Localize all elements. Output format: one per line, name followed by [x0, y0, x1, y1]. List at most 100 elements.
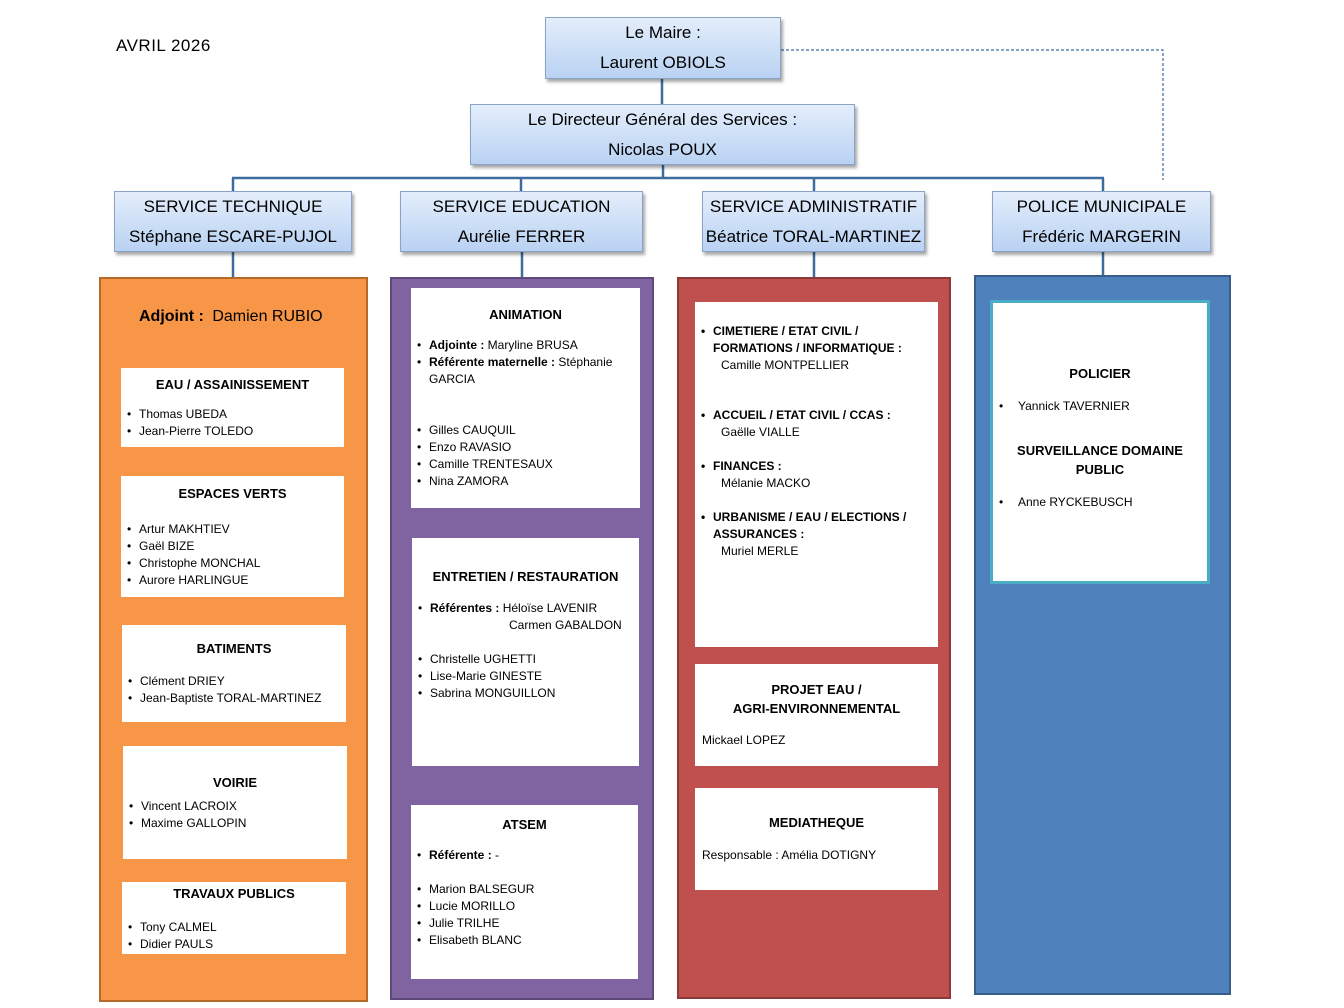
list-item: Thomas UBEDA	[121, 406, 344, 423]
section-title: FINANCES :	[695, 458, 938, 475]
service-education-header: SERVICE EDUCATION Aurélie FERRER	[400, 191, 643, 252]
list-item: Julie TRILHE	[411, 915, 638, 932]
mayor-title: Le Maire :	[625, 23, 701, 42]
list-item: Didier PAULS	[122, 936, 346, 953]
team-title: ESPACES VERTS	[178, 486, 287, 501]
dgs-title: Le Directeur Général des Services :	[527, 110, 798, 129]
team-title: TRAVAUX PUBLICS	[173, 886, 295, 901]
document-date: AVRIL 2026	[116, 36, 211, 55]
list-item: Christophe MONCHAL	[121, 555, 344, 572]
list-item: Référente maternelle : Stéphanie	[411, 354, 640, 371]
list-item: Sabrina MONGUILLON	[412, 685, 639, 702]
referente-name: Carmen GABALDON	[509, 618, 622, 632]
referente-label: Référente :	[429, 848, 492, 862]
team-box-mediatheque: MEDIATHEQUE Responsable : Amélia DOTIGNY	[695, 788, 938, 890]
list-item: Gaël BIZE	[121, 538, 344, 555]
list-item: Lucie MORILLO	[411, 898, 638, 915]
team-box-voirie: VOIRIE Vincent LACROIX Maxime GALLOPIN	[123, 746, 347, 859]
section-title-continued: FORMATIONS / INFORMATIQUE :	[713, 341, 902, 355]
list-item: Clément DRIEY	[122, 673, 346, 690]
team-box-travaux-publics: TRAVAUX PUBLICS Tony CALMEL Didier PAULS	[122, 882, 346, 954]
list-item: Lise-Marie GINESTE	[412, 668, 639, 685]
list-item: Artur MAKHTIEV	[121, 521, 344, 538]
section-title-continued: ASSURANCES :	[713, 527, 805, 541]
dgs-name: Nicolas POUX	[608, 140, 717, 159]
team-title: SURVEILLANCE DOMAINE	[1017, 443, 1183, 458]
service-title: POLICE MUNICIPALE	[1016, 197, 1187, 216]
team-box-espaces-verts: ESPACES VERTS Artur MAKHTIEV Gaël BIZE C…	[121, 476, 344, 597]
list-item: Vincent LACROIX	[123, 798, 347, 815]
team-title: VOIRIE	[212, 775, 258, 790]
list-item: Enzo RAVASIO	[411, 439, 640, 456]
referente-name: -	[495, 848, 500, 862]
list-item: Tony CALMEL	[122, 919, 346, 936]
team-title: ENTRETIEN / RESTAURATION	[432, 569, 619, 584]
team-box-atsem: ATSEM Référente : - Marion BALSEGUR Luci…	[411, 805, 638, 979]
list-item: Marion BALSEGUR	[411, 881, 638, 898]
service-title: SERVICE EDUCATION	[432, 197, 611, 216]
list-item: Nina ZAMORA	[411, 473, 640, 490]
admin-sections-box: CIMETIERE / ETAT CIVIL / FORMATIONS / IN…	[695, 302, 938, 647]
team-title: EAU / ASSAINISSEMENT	[155, 377, 310, 392]
section-title: ACCUEIL / ETAT CIVIL / CCAS :	[695, 407, 938, 424]
list-item: Jean-Baptiste TORAL-MARTINEZ	[122, 690, 346, 707]
service-title: SERVICE TECHNIQUE	[143, 197, 323, 216]
list-item: Référentes : Héloïse LAVENIR	[412, 600, 639, 617]
adjoint-name: Damien RUBIO	[212, 308, 323, 325]
team-box-projet-eau: PROJET EAU / AGRI-ENVIRONNEMENTAL Mickae…	[695, 664, 938, 766]
referente-name: Héloïse LAVENIR	[502, 601, 598, 615]
team-box-animation: ANIMATION Adjointe : Maryline BRUSA Réfé…	[411, 288, 640, 508]
team-title: ANIMATION	[489, 307, 562, 322]
team-box-eau: EAU / ASSAINISSEMENT Thomas UBEDA Jean-P…	[121, 368, 344, 447]
team-title: PROJET EAU /	[771, 682, 862, 697]
team-title-continued: AGRI-ENVIRONNEMENTAL	[732, 701, 901, 716]
list-item: Gilles CAUQUIL	[411, 422, 640, 439]
team-box-batiments: BATIMENTS Clément DRIEY Jean-Baptiste TO…	[122, 625, 346, 722]
team-member: Mickael LOPEZ	[702, 733, 786, 747]
section-name: Muriel MERLE	[721, 544, 799, 558]
service-head: Stéphane ESCARE-PUJOL	[129, 227, 337, 246]
referentes-label: Référentes :	[430, 601, 500, 615]
list-item: Aurore HARLINGUE	[121, 572, 344, 589]
service-title: SERVICE ADMINISTRATIF	[709, 197, 918, 216]
list-item: Christelle UGHETTI	[412, 651, 639, 668]
team-title: POLICIER	[1069, 366, 1131, 381]
team-title: ATSEM	[502, 817, 547, 832]
service-head: Béatrice TORAL-MARTINEZ	[705, 227, 922, 246]
team-member: Responsable : Amélia DOTIGNY	[702, 848, 877, 862]
service-head: Frédéric MARGERIN	[1022, 227, 1181, 246]
section-name: Camille MONTPELLIER	[721, 358, 850, 372]
team-title: MEDIATHEQUE	[768, 815, 865, 830]
referente-label: Référente maternelle :	[429, 355, 556, 369]
mayor-name: Laurent OBIOLS	[600, 53, 726, 72]
section-title: CIMETIERE / ETAT CIVIL /	[695, 323, 938, 340]
list-item: Elisabeth BLANC	[411, 932, 638, 949]
dotted-connector-mayor-police	[781, 49, 1164, 180]
section-title: URBANISME / EAU / ELECTIONS /	[695, 509, 938, 526]
adjointe-name: Maryline BRUSA	[487, 338, 578, 352]
team-box-entretien: ENTRETIEN / RESTAURATION Référentes : Hé…	[412, 538, 639, 766]
referente-name-continued: GARCIA	[429, 372, 476, 386]
service-administratif-header: SERVICE ADMINISTRATIF Béatrice TORAL-MAR…	[702, 191, 925, 252]
list-item: Maxime GALLOPIN	[123, 815, 347, 832]
list-item: Jean-Pierre TOLEDO	[121, 423, 344, 440]
service-head: Aurélie FERRER	[457, 227, 586, 246]
team-title: BATIMENTS	[196, 641, 272, 656]
list-item: Yannick TAVERNIER	[993, 398, 1207, 415]
team-box-police: POLICIER Yannick TAVERNIER SURVEILLANCE …	[990, 300, 1210, 584]
service-technique-header: SERVICE TECHNIQUE Stéphane ESCARE-PUJOL	[114, 191, 352, 252]
adjointe-label: Adjointe :	[429, 338, 485, 352]
team-title-continued: PUBLIC	[1075, 462, 1125, 477]
referente-name: Stéphanie	[558, 355, 613, 369]
technique-adjoint: Adjoint : Damien RUBIO	[139, 306, 323, 328]
section-name: Gaëlle VIALLE	[721, 425, 800, 439]
list-item: Camille TRENTESAUX	[411, 456, 640, 473]
list-item: Référente : -	[411, 847, 638, 864]
list-item: Anne RYCKEBUSCH	[993, 494, 1207, 511]
adjoint-label: Adjoint :	[139, 308, 204, 325]
mayor-box: Le Maire : Laurent OBIOLS	[545, 17, 781, 79]
section-name: Mélanie MACKO	[721, 476, 811, 490]
list-item: Adjointe : Maryline BRUSA	[411, 337, 640, 354]
service-police-header: POLICE MUNICIPALE Frédéric MARGERIN	[992, 191, 1211, 252]
